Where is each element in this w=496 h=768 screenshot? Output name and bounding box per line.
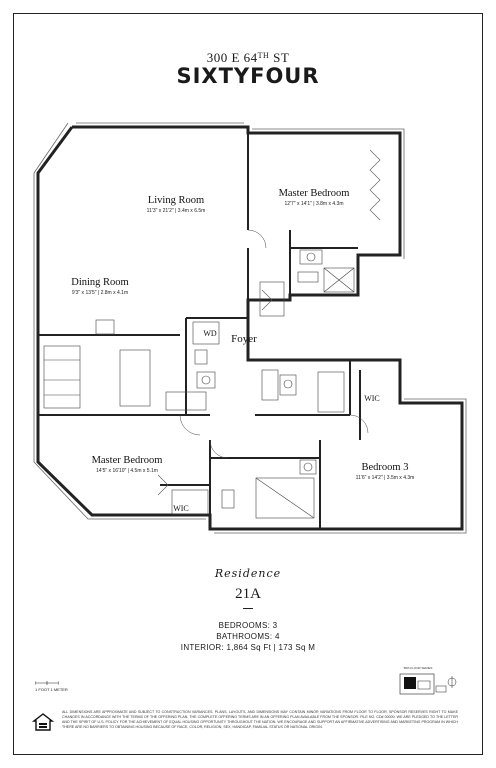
scale-bar-label: 1 FOOT 1 METER	[35, 687, 68, 692]
wic-label: WIC	[364, 394, 380, 403]
bathrooms-count: BATHROOMS: 4	[216, 632, 280, 641]
interior-area: INTERIOR: 1,864 Sq Ft | 173 Sq M	[180, 643, 316, 652]
master-bedroom-dims: 12'7" x 14'1" | 3.8m x 4.3m	[284, 201, 343, 207]
building-address: 300 E 64TH ST	[206, 50, 290, 65]
equal-housing-icon	[32, 713, 54, 731]
key-plan-label: 58th FLOOR SERIES	[404, 666, 433, 670]
residence-script-label: Residence	[214, 567, 282, 580]
foyer-label: Foyer	[231, 333, 257, 345]
scale-bar: 1 FOOT 1 METER	[34, 680, 68, 692]
page-border	[13, 13, 483, 755]
living-room-label: Living Room	[148, 195, 204, 206]
living-room-dims: 11'3" x 21'2" | 3.4m x 6.5m	[147, 208, 206, 214]
master-bedroom-2-dims: 14'5" x 16'10" | 4.5m x 5.1m	[96, 468, 158, 474]
closets	[157, 149, 381, 496]
master-bedroom-label: Master Bedroom	[279, 188, 350, 199]
window-lines	[33, 122, 467, 534]
scale-bar-graphic	[34, 681, 60, 685]
wic-label-2: WIC	[173, 504, 189, 513]
divider	[243, 608, 253, 609]
bedroom-3-dims: 11'6" x 14'2" | 3.5m x 4.3m	[356, 475, 415, 481]
interior-walls	[38, 133, 361, 529]
dining-room-label: Dining Room	[71, 277, 128, 288]
building-name: SIXTYFOUR	[176, 64, 320, 88]
bedroom-3-label: Bedroom 3	[362, 462, 409, 473]
unit-stats: BEDROOMS: 3 BATHROOMS: 4 INTERIOR: 1,864…	[0, 620, 496, 653]
doors	[179, 229, 369, 459]
dining-room-dims: 9'3" x 13'5" | 2.8m x 4.1m	[72, 290, 128, 296]
legal-disclaimer: All dimensions are approximate and subje…	[62, 710, 458, 729]
bedrooms-count: BEDROOMS: 3	[218, 621, 278, 630]
unit-number: 21A	[235, 586, 261, 602]
master-bedroom-2-label: Master Bedroom	[92, 455, 163, 466]
key-plan: 58th FLOOR SERIES	[399, 666, 457, 695]
fixtures	[43, 249, 355, 519]
exterior-walls	[36, 125, 464, 531]
wd-label: WD	[203, 329, 217, 338]
